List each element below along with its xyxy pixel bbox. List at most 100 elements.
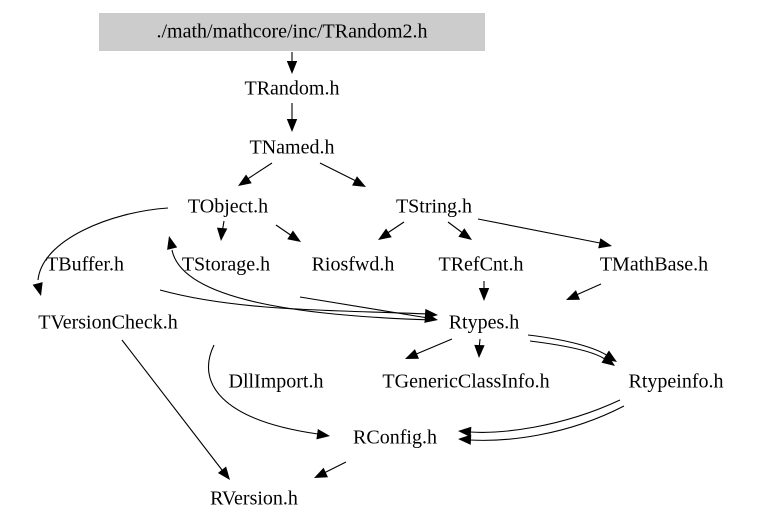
edge-tstring-to-riosfwd-arrowhead	[378, 228, 392, 240]
edge-tmathbase-to-rtypes-arrowhead	[566, 290, 580, 300]
edge-tnamed-to-tobject	[238, 162, 273, 186]
nodes-layer: ./math/mathcore/inc/TRandom2.hTRandom.hT…	[38, 13, 724, 510]
node-tobject-h[interactable]: TObject.h	[188, 196, 268, 218]
edge-rconfig-to-rversion-arrowhead	[314, 467, 328, 478]
edge-rtypes-to-tobject-line	[171, 249, 435, 321]
node-rtypeinfo-h[interactable]: Rtypeinfo.h	[629, 371, 724, 393]
edge-tversioncheck-to-rversion-line	[121, 339, 223, 471]
node-tgenericclassinfo-h-label: TGenericClassInfo.h	[382, 371, 549, 393]
edge-tstorage-to-rtypes-line	[159, 289, 429, 315]
edge-rtypeinfo-to-rconfig	[458, 399, 621, 438]
node-dllimport-h[interactable]: DllImport.h	[229, 371, 324, 393]
node-tversioncheck-h-label: TVersionCheck.h	[38, 312, 177, 334]
edge-tobject-to-tversioncheck	[32, 207, 169, 296]
edge-rtypes-to-tgenericclassinfo-arrowhead	[474, 344, 485, 358]
edge-trefcnt-to-rtypes-arrowhead	[478, 288, 490, 301]
edge-tstring-to-tmathbase	[477, 218, 612, 249]
edge-tnamed-to-tobject-line	[245, 162, 273, 181]
edges-layer	[32, 52, 625, 480]
node-rtypes-h[interactable]: Rtypes.h	[449, 312, 520, 334]
edge-rtypes-to-dllimport-arrowhead	[405, 349, 419, 359]
edge-tstorage-to-rtypes	[159, 289, 438, 320]
node-riosfwd-h[interactable]: Riosfwd.h	[312, 254, 395, 276]
node-rversion-h[interactable]: RVersion.h	[210, 488, 298, 510]
node-trefcnt-h[interactable]: TRefCnt.h	[439, 254, 524, 276]
edge-trandom-to-tnamed-arrowhead	[286, 119, 298, 132]
edge-tobject-to-tversioncheck-arrowhead	[32, 282, 43, 296]
node-trefcnt-h-label: TRefCnt.h	[439, 254, 524, 276]
node-tobject-h-label: TObject.h	[188, 196, 268, 218]
edge-rtypes-to-tgenericclassinfo	[474, 338, 485, 358]
node-dllimport-h-label: DllImport.h	[229, 371, 324, 393]
edge-rtypes-to-dllimport	[405, 338, 453, 359]
node-tversioncheck-h[interactable]: TVersionCheck.h	[38, 312, 177, 334]
edge-trefcnt-to-rtypes	[478, 281, 490, 301]
edge-rtypes-to-rtypeinfo-alt	[529, 340, 615, 366]
edge-tobject-to-tversioncheck-line	[37, 207, 169, 281]
node-tmathbase-h-label: TMathBase.h	[600, 254, 708, 276]
edge-dllimport-to-rconfig-arrowhead	[316, 429, 330, 440]
node-tgenericclassinfo-h[interactable]: TGenericClassInfo.h	[382, 371, 549, 393]
edge-tstring-to-trefcnt-line	[447, 221, 465, 235]
edge-tstring-to-riosfwd-line	[385, 221, 405, 235]
edge-dllimport-to-rconfig	[207, 344, 330, 440]
edge-riosfwd-to-rtypes-line	[299, 296, 429, 319]
edge-rtypes-to-rtypeinfo-line	[527, 334, 609, 357]
edge-trandom2-to-trandom-arrowhead	[286, 61, 298, 74]
edge-trandom-to-tnamed	[286, 103, 298, 132]
edge-rtypes-to-dllimport-line	[413, 338, 453, 356]
node-tmathbase-h[interactable]: TMathBase.h	[600, 254, 708, 276]
node-tstring-h[interactable]: TString.h	[396, 196, 472, 218]
node-math-mathcore-inc-trandom2-h-box	[99, 13, 485, 51]
edge-tmathbase-to-rtypes	[566, 283, 602, 300]
edge-rtypeinfo-to-rconfig-alt	[458, 405, 625, 445]
node-riosfwd-h-label: Riosfwd.h	[312, 254, 395, 276]
edge-tnamed-to-tstring-arrowhead	[352, 176, 366, 187]
node-trandom-h[interactable]: TRandom.h	[245, 78, 340, 100]
node-rversion-h-label: RVersion.h	[210, 488, 298, 510]
node-tbuffer-h[interactable]: TBuffer.h	[46, 254, 124, 276]
node-tstorage-h[interactable]: TStorage.h	[182, 254, 270, 276]
edge-rtypes-to-rtypeinfo-alt-arrowhead	[601, 354, 615, 366]
edge-tobject-to-riosfwd-line	[275, 224, 293, 237]
edge-rtypes-to-rtypeinfo-alt-line	[529, 340, 607, 361]
node-math-mathcore-inc-trandom2-h[interactable]: ./math/mathcore/inc/TRandom2.h	[99, 13, 485, 51]
edge-rtypes-to-tobject-arrowhead	[167, 236, 178, 250]
edge-tobject-to-tstorage-arrowhead	[216, 227, 228, 241]
edge-riosfwd-to-rtypes	[299, 296, 438, 323]
edge-tstring-to-tmathbase-arrowhead	[598, 238, 612, 249]
edge-tmathbase-to-rtypes-line	[573, 283, 602, 297]
edge-rconfig-to-rversion-line	[321, 461, 347, 475]
edge-tobject-to-tstorage	[216, 220, 228, 241]
edge-tversioncheck-to-rversion-arrowhead	[217, 466, 230, 480]
edge-rtypeinfo-to-rconfig-alt-arrowhead	[458, 434, 472, 445]
edge-tstorage-to-rtypes-arrowhead	[424, 308, 438, 320]
edge-tstring-to-tmathbase-line	[477, 218, 601, 244]
node-tbuffer-h-label: TBuffer.h	[46, 254, 124, 276]
edge-rtypeinfo-to-rconfig-arrowhead	[458, 426, 472, 438]
edge-tobject-to-riosfwd-arrowhead	[287, 230, 301, 242]
edge-tnamed-to-tobject-arrowhead	[238, 174, 252, 186]
edge-dllimport-to-rconfig-line	[207, 344, 319, 435]
node-tstorage-h-label: TStorage.h	[182, 254, 270, 276]
edge-tstring-to-trefcnt-arrowhead	[458, 228, 472, 240]
edge-tnamed-to-tstring-line	[319, 162, 357, 182]
edge-trandom2-to-trandom	[286, 52, 298, 74]
node-rconfig-h-label: RConfig.h	[353, 427, 437, 449]
edge-tversioncheck-to-rversion	[121, 339, 230, 480]
node-rconfig-h[interactable]: RConfig.h	[353, 427, 437, 449]
edge-tnamed-to-tstring	[319, 162, 366, 187]
node-rtypes-h-label: Rtypes.h	[449, 312, 520, 334]
node-math-mathcore-inc-trandom2-h-label: ./math/mathcore/inc/TRandom2.h	[156, 21, 427, 43]
edge-tstring-to-trefcnt	[447, 221, 472, 240]
edge-tstring-to-riosfwd	[378, 221, 405, 240]
edge-rconfig-to-rversion	[314, 461, 347, 478]
edge-tobject-to-riosfwd	[275, 224, 301, 242]
edge-rtypeinfo-to-rconfig-line	[469, 399, 621, 433]
node-tnamed-h[interactable]: TNamed.h	[250, 137, 335, 159]
edge-rtypeinfo-to-rconfig-alt-line	[469, 405, 625, 441]
node-trandom-h-label: TRandom.h	[245, 78, 340, 100]
node-tnamed-h-label: TNamed.h	[250, 137, 335, 159]
